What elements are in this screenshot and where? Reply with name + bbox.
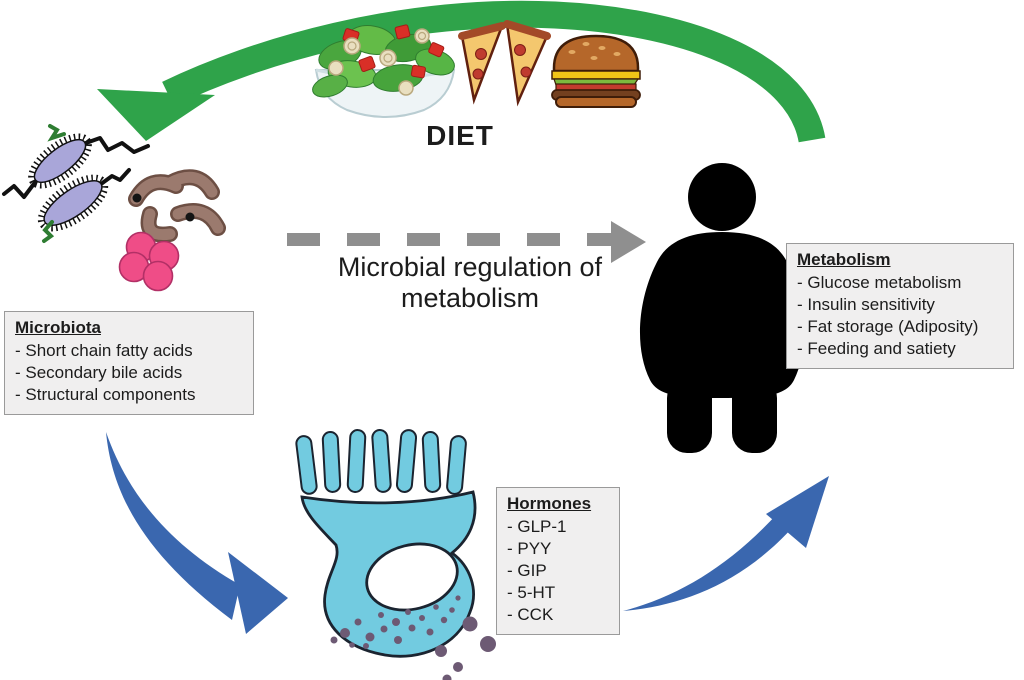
hormones-box: Hormones - GLP-1 - PYY - GIP - 5-HT - CC…: [496, 487, 620, 635]
box-item: - CCK: [507, 605, 554, 624]
gut-bacteria-icon: [2, 124, 226, 292]
box-item: - Short chain fatty acids: [15, 341, 193, 360]
microbiota-box: Microbiota - Short chain fatty acids - S…: [4, 311, 254, 415]
hormones-box-title: Hormones: [507, 494, 592, 513]
salad-bowl-icon: [312, 24, 456, 118]
hormones-to-host-arrow-icon: [623, 476, 829, 611]
microbiota-box-title: Microbiota: [15, 318, 101, 337]
box-item: - GIP: [507, 561, 547, 580]
obese-person-silhouette-icon: [639, 163, 805, 453]
metabolism-box: Metabolism - Glucose metabolism - Insuli…: [786, 243, 1014, 369]
burger-icon: [551, 34, 641, 108]
center-caption: Microbial regulation of metabolism: [288, 252, 652, 314]
center-caption-line2: metabolism: [400, 283, 540, 313]
microbial-regulation-dashed-arrow-icon: [287, 221, 646, 263]
metabolism-box-title: Metabolism: [797, 250, 891, 269]
box-item: - Fat storage (Adiposity): [797, 317, 979, 336]
diet-to-microbiota-arrow-icon: [97, 0, 826, 143]
pizza-slices-icon: [458, 20, 551, 107]
box-item: - 5-HT: [507, 583, 556, 602]
box-item: - Feeding and satiety: [797, 339, 956, 358]
box-item: - PYY: [507, 539, 552, 558]
box-item: - GLP-1: [507, 517, 567, 536]
hormone-granules-icon: [330, 595, 461, 649]
bacillus-icon: [28, 124, 92, 189]
diet-label: DIET: [426, 120, 494, 151]
enteroendocrine-cell-icon: [295, 429, 477, 658]
secreted-hormone-granules-icon: [435, 616, 496, 680]
vibrio-icon: [128, 169, 226, 243]
box-item: - Insulin sensitivity: [797, 295, 935, 314]
box-item: - Secondary bile acids: [15, 363, 183, 382]
bacillus-icon: [37, 174, 109, 243]
box-item: - Glucose metabolism: [797, 273, 962, 292]
flagella-icon: [2, 136, 150, 199]
box-item: - Structural components: [15, 385, 196, 404]
center-caption-line1: Microbial regulation of: [337, 252, 603, 282]
cocci-icon: [118, 231, 180, 292]
microbiota-to-cell-arrow-icon: [106, 432, 288, 634]
